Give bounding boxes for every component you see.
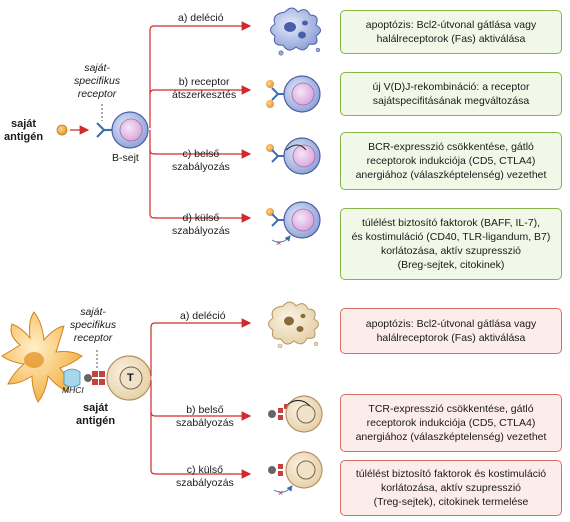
dendritic-cell-icon (1, 311, 83, 403)
t-branch-label-c: c) külső szabályozás (176, 464, 234, 489)
t-branch-arrows (150, 318, 252, 479)
b-outcome-text-d: túlélést biztosító faktorok (BAFF, IL-7)… (351, 217, 551, 271)
self-antigen-b (56, 124, 68, 136)
b-outcome-box-a: apoptózis: Bcl2-útvonal gátlása vagy hal… (340, 10, 562, 54)
t-outcome-box-a: apoptózis: Bcl2-útvonal gátlása vagy hal… (340, 308, 562, 354)
b-cell-label: B-sejt (112, 152, 139, 164)
b-branch-label-c: c) belső szabályozás (172, 148, 230, 173)
b-branch-label-b: b) receptor átszerkesztés (172, 76, 237, 101)
mhc-tcr-complex-icon (63, 368, 105, 388)
apoptotic-t-cell-icon (268, 301, 319, 349)
regulated-t-cell-icon: × (268, 451, 323, 498)
t-outcome-text-c: túlélést biztosító faktorok és kostimulá… (355, 468, 547, 508)
t-branch-label-a: a) deléció (180, 310, 226, 322)
b-branch-label-a: a) deléció (178, 12, 224, 24)
anergic-t-cell-icon (268, 395, 323, 433)
svg-text:×: × (276, 238, 281, 248)
t-outcome-box-c: túlélést biztosító faktorok és kostimulá… (340, 460, 562, 516)
t-receptor-label: saját- specifikus receptor (70, 306, 117, 344)
b-branch-label-d: d) külső szabályozás (172, 212, 230, 237)
mhc-label: MHCI (62, 385, 84, 395)
t-outcome-box-b: TCR-expresszió csökkentése, gátló recept… (340, 394, 562, 452)
b-outcome-text-c: BCR-expresszió csökkentése, gátló recept… (355, 141, 547, 181)
b-outcome-box-c: BCR-expresszió csökkentése, gátló recept… (340, 132, 562, 190)
anergic-b-cell-icon (266, 137, 321, 175)
b-branch-arrows (149, 21, 252, 223)
svg-text:×: × (278, 488, 283, 498)
apoptotic-b-cell-icon (270, 7, 321, 56)
t-outcome-text-a: apoptózis: Bcl2-útvonal gátlása vagy hal… (365, 318, 537, 344)
edited-b-cell-icon (266, 75, 321, 113)
t-outcome-text-b: TCR-expresszió csökkentése, gátló recept… (355, 403, 547, 443)
b-outcome-text-a: apoptózis: Bcl2-útvonal gátlása vagy hal… (365, 19, 537, 45)
t-cell-letter: T (127, 372, 134, 384)
b-outcome-box-b: új V(D)J-rekombináció: a receptor sajáts… (340, 72, 562, 116)
b-outcome-text-b: új V(D)J-rekombináció: a receptor sajáts… (372, 81, 530, 107)
t-branch-label-b: b) belső szabályozás (176, 404, 234, 429)
b-cell-receptor-icon (96, 122, 112, 138)
b-cell-icon (111, 111, 149, 149)
b-receptor-label: saját- specifikus receptor (74, 62, 121, 100)
t-antigen-label: saját antigén (76, 402, 116, 427)
b-antigen-label: saját antigén (4, 118, 44, 143)
b-outcome-box-d: túlélést biztosító faktorok (BAFF, IL-7)… (340, 208, 562, 280)
t-cell-icon (106, 355, 152, 401)
regulated-b-cell-icon: × (266, 201, 321, 248)
